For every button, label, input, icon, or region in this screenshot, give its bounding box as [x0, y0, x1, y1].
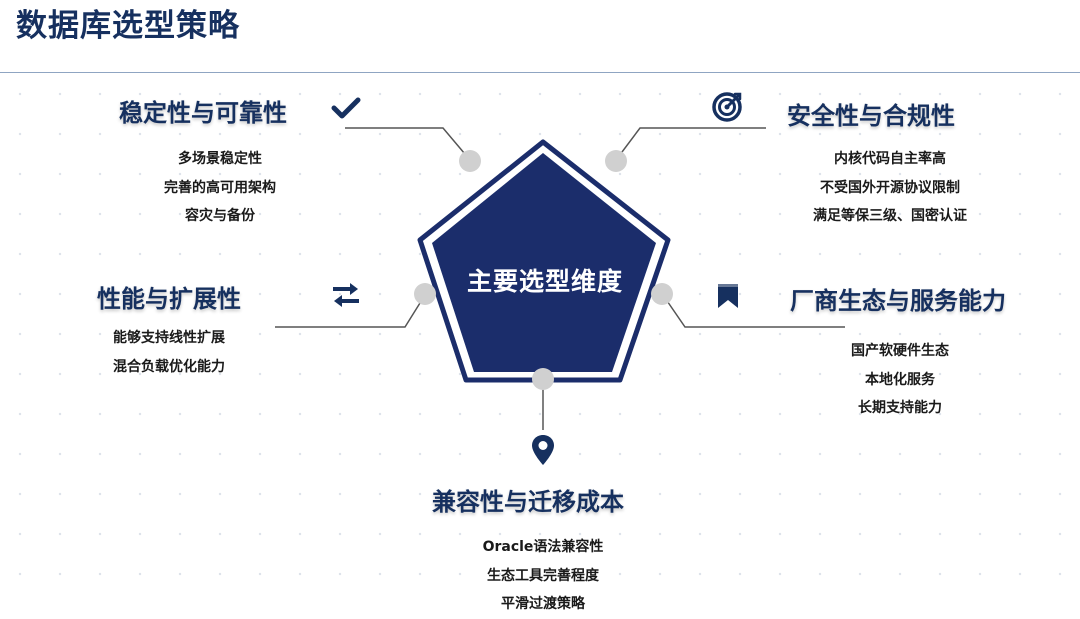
list-item: 混合负载优化能力: [113, 358, 225, 375]
security-title: 安全性与合规性: [787, 102, 955, 130]
ecosystem-title: 厂商生态与服务能力: [790, 287, 1006, 315]
list-item: 内核代码自主率高: [834, 151, 946, 167]
stability-title: 稳定性与可靠性: [119, 99, 287, 127]
connector-dot-security: [605, 150, 627, 172]
ecosystem-items: 国产软硬件生态 本地化服务 长期支持能力: [800, 337, 1000, 423]
connector-dot-compatibility: [532, 368, 554, 390]
security-items: 内核代码自主率高 不受国外开源协议限制 满足等保三级、国密认证: [780, 145, 1000, 231]
compatibility-items: Oracle语法兼容性 生态工具完善程度 平滑过渡策略: [443, 533, 643, 619]
list-item: 不受国外开源协议限制: [820, 179, 960, 196]
performance-title: 性能与扩展性: [97, 285, 241, 313]
checkmark-icon: [331, 97, 361, 119]
location-pin-icon: [532, 435, 554, 465]
list-item: 生态工具完善程度: [487, 567, 599, 584]
swap-arrows-icon: [333, 283, 359, 307]
title-divider: [0, 72, 1080, 73]
list-item: 长期支持能力: [858, 400, 942, 416]
connector-security: [615, 127, 766, 161]
connector-ecosystem: [662, 294, 845, 328]
stability-items: 多场景稳定性 完善的高可用架构 容灾与备份: [115, 145, 325, 231]
center-label: 主要选型维度: [466, 267, 623, 296]
compatibility-title: 兼容性与迁移成本: [432, 488, 624, 516]
list-item: 能够支持线性扩展: [113, 330, 225, 346]
connector-stability: [345, 127, 471, 161]
bookmark-icon: [718, 284, 738, 308]
list-item: 容灾与备份: [185, 208, 255, 224]
connector-dot-stability: [459, 150, 481, 172]
connector-dot-ecosystem: [651, 283, 673, 305]
list-item: 平滑过渡策略: [501, 596, 585, 612]
connector-dot-performance: [414, 283, 436, 305]
list-item: 多场景稳定性: [178, 151, 262, 167]
page-title: 数据库选型策略: [16, 8, 240, 44]
list-item: 满足等保三级、国密认证: [813, 208, 967, 224]
list-item: 本地化服务: [865, 371, 935, 388]
pentagon-inner: [432, 153, 656, 372]
performance-items: 能够支持线性扩展 混合负载优化能力: [113, 324, 225, 381]
connector-performance: [275, 294, 426, 328]
list-item: 国产软硬件生态: [851, 343, 949, 359]
list-item: 完善的高可用架构: [164, 179, 276, 196]
list-item: Oracle语法兼容性: [482, 539, 604, 555]
target-icon: [712, 92, 742, 122]
